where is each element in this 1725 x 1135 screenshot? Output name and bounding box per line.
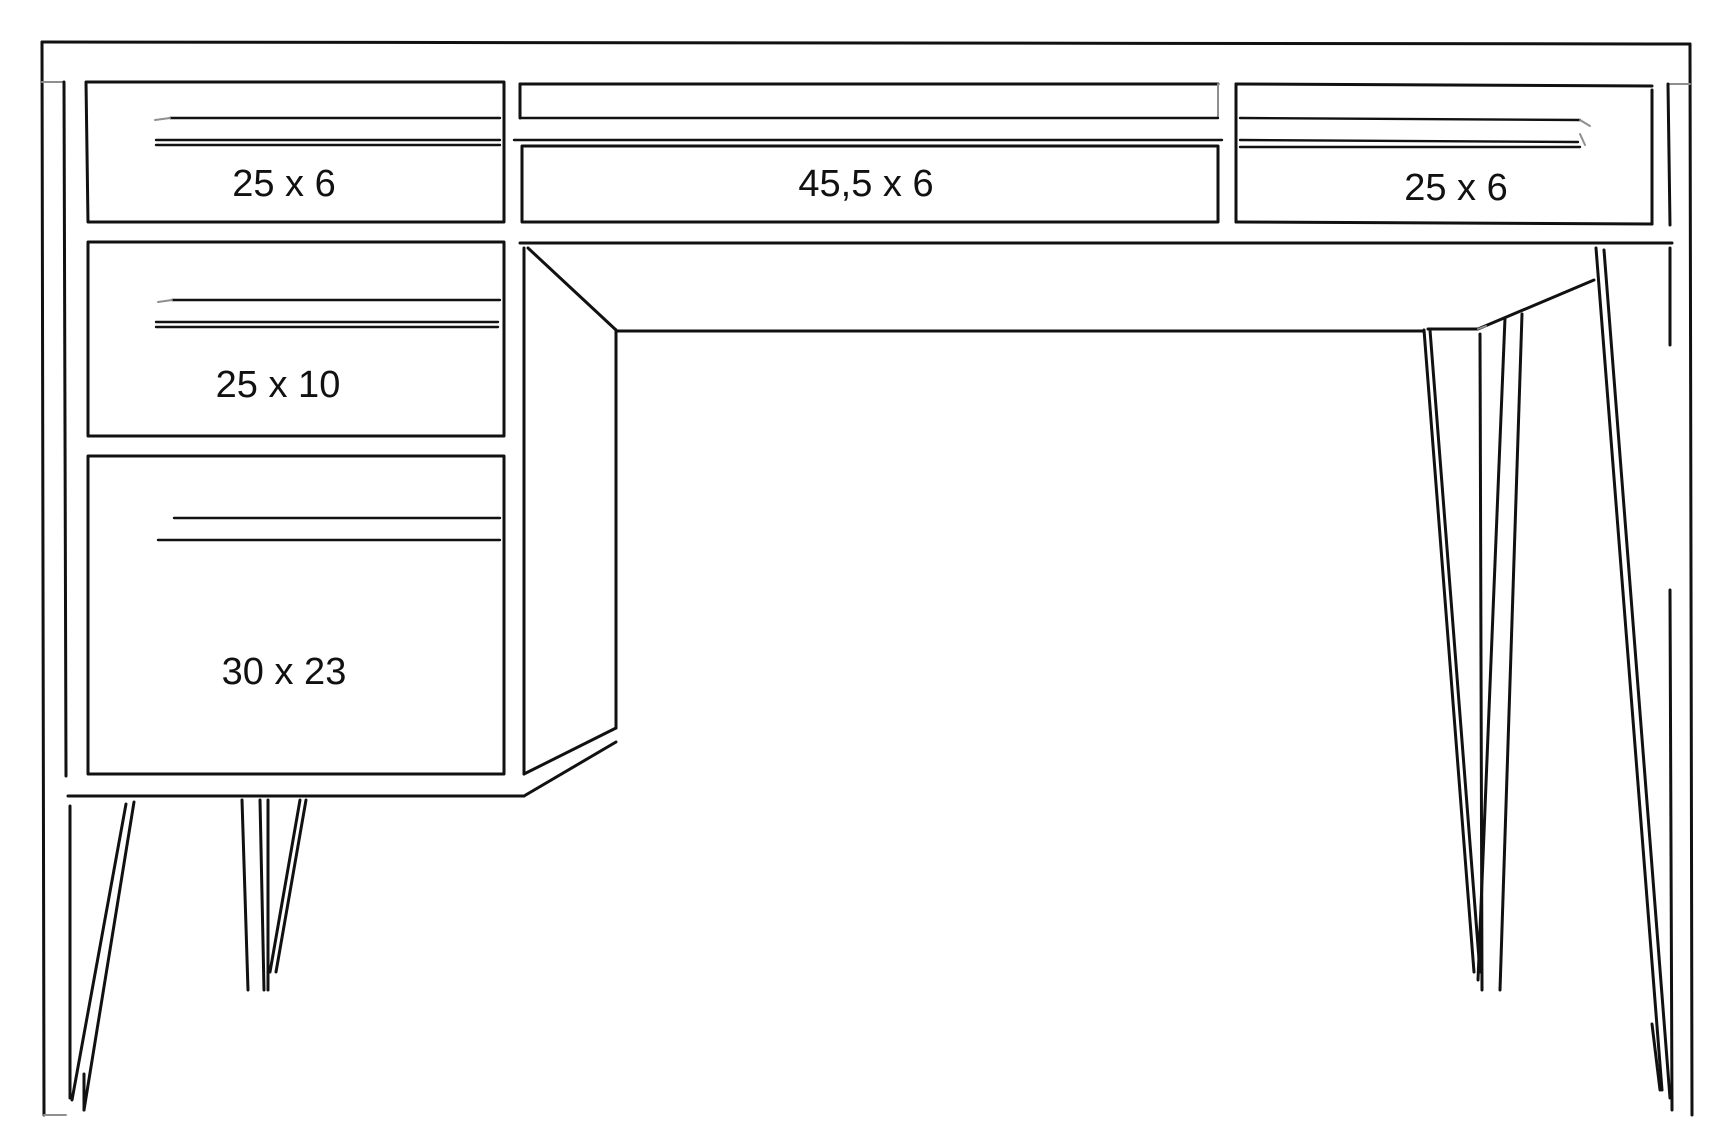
- drawer-bottom-left: 30 x 23: [86, 454, 506, 776]
- drawer-top-center: 45,5 x 6: [512, 82, 1224, 224]
- drawer-middle-left: 25 x 10: [86, 240, 506, 438]
- left-legs: [68, 798, 308, 1112]
- drawer-top-left-label: 25 x 6: [232, 163, 336, 205]
- drawer-middle-left-label: 25 x 10: [216, 364, 341, 406]
- desk-frame: [40, 40, 1694, 1117]
- left-pedestal: [66, 246, 618, 798]
- drawer-top-right: 25 x 6: [1234, 82, 1654, 226]
- right-legs: [1422, 246, 1672, 1100]
- drawer-bottom-left-label: 30 x 23: [222, 651, 347, 693]
- drawer-top-center-label: 45,5 x 6: [798, 163, 933, 205]
- desk-underside: [518, 241, 1674, 333]
- drawer-top-left: 25 x 6: [84, 80, 506, 224]
- drawer-top-right-label: 25 x 6: [1404, 167, 1508, 209]
